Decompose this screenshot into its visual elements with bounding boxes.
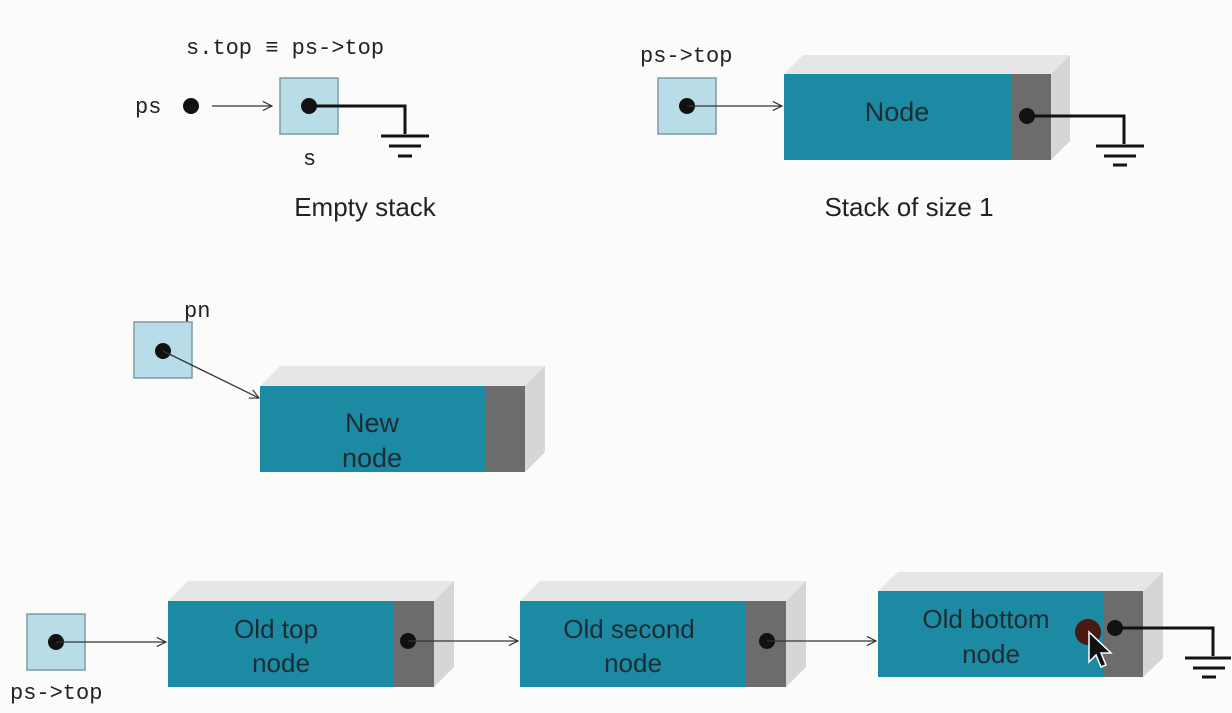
ps-top-label-2: ps->top — [10, 681, 102, 706]
ground-icon — [1185, 656, 1231, 679]
empty-stack-diagram: s.top ≡ ps->top ps s Empty stack — [135, 36, 437, 222]
ps-pointer-dot — [183, 98, 199, 114]
ps-label: ps — [135, 95, 161, 120]
new-node-diagram: pn New node — [133, 299, 545, 473]
null-wire — [309, 104, 407, 134]
equivalence-label: s.top ≡ ps->top — [186, 36, 384, 61]
old-bottom-node-label-line2: node — [962, 639, 1020, 669]
stack-size-1-diagram: ps->top Node Stack of size 1 — [640, 44, 1144, 222]
ground-icon — [381, 134, 429, 158]
old-bottom-null-wire — [1115, 626, 1215, 656]
ground-icon — [1096, 144, 1144, 167]
old-bottom-node-label-line1: Old bottom — [922, 604, 1049, 634]
old-second-node-box: Old second node — [520, 581, 806, 687]
empty-stack-caption: Empty stack — [294, 192, 437, 222]
node-null-wire — [1027, 114, 1126, 144]
old-top-node-box: Old top node — [168, 581, 454, 687]
ps-top-label-1: ps->top — [640, 44, 732, 69]
s-label: s — [303, 147, 316, 172]
old-top-node-label-line1: Old top — [234, 614, 318, 644]
new-node-label-line1: New — [345, 408, 400, 438]
stack-size-1-caption: Stack of size 1 — [824, 192, 993, 222]
node-label: Node — [865, 97, 930, 127]
old-bottom-node-box: Old bottom node — [878, 572, 1163, 677]
pn-to-new-node-arrow — [162, 350, 259, 398]
pn-label: pn — [184, 299, 210, 324]
linked-stack-diagram: ps->top Old top node Old second node — [10, 572, 1231, 706]
mouse-cursor-icon — [1088, 630, 1113, 668]
old-second-node-label-line1: Old second — [563, 614, 695, 644]
old-second-node-label-line2: node — [604, 648, 662, 678]
node-box: Node — [784, 55, 1070, 160]
new-node-label-line2: node — [342, 443, 402, 473]
new-node-box: New node — [260, 366, 545, 473]
old-top-node-label-line2: node — [252, 648, 310, 678]
